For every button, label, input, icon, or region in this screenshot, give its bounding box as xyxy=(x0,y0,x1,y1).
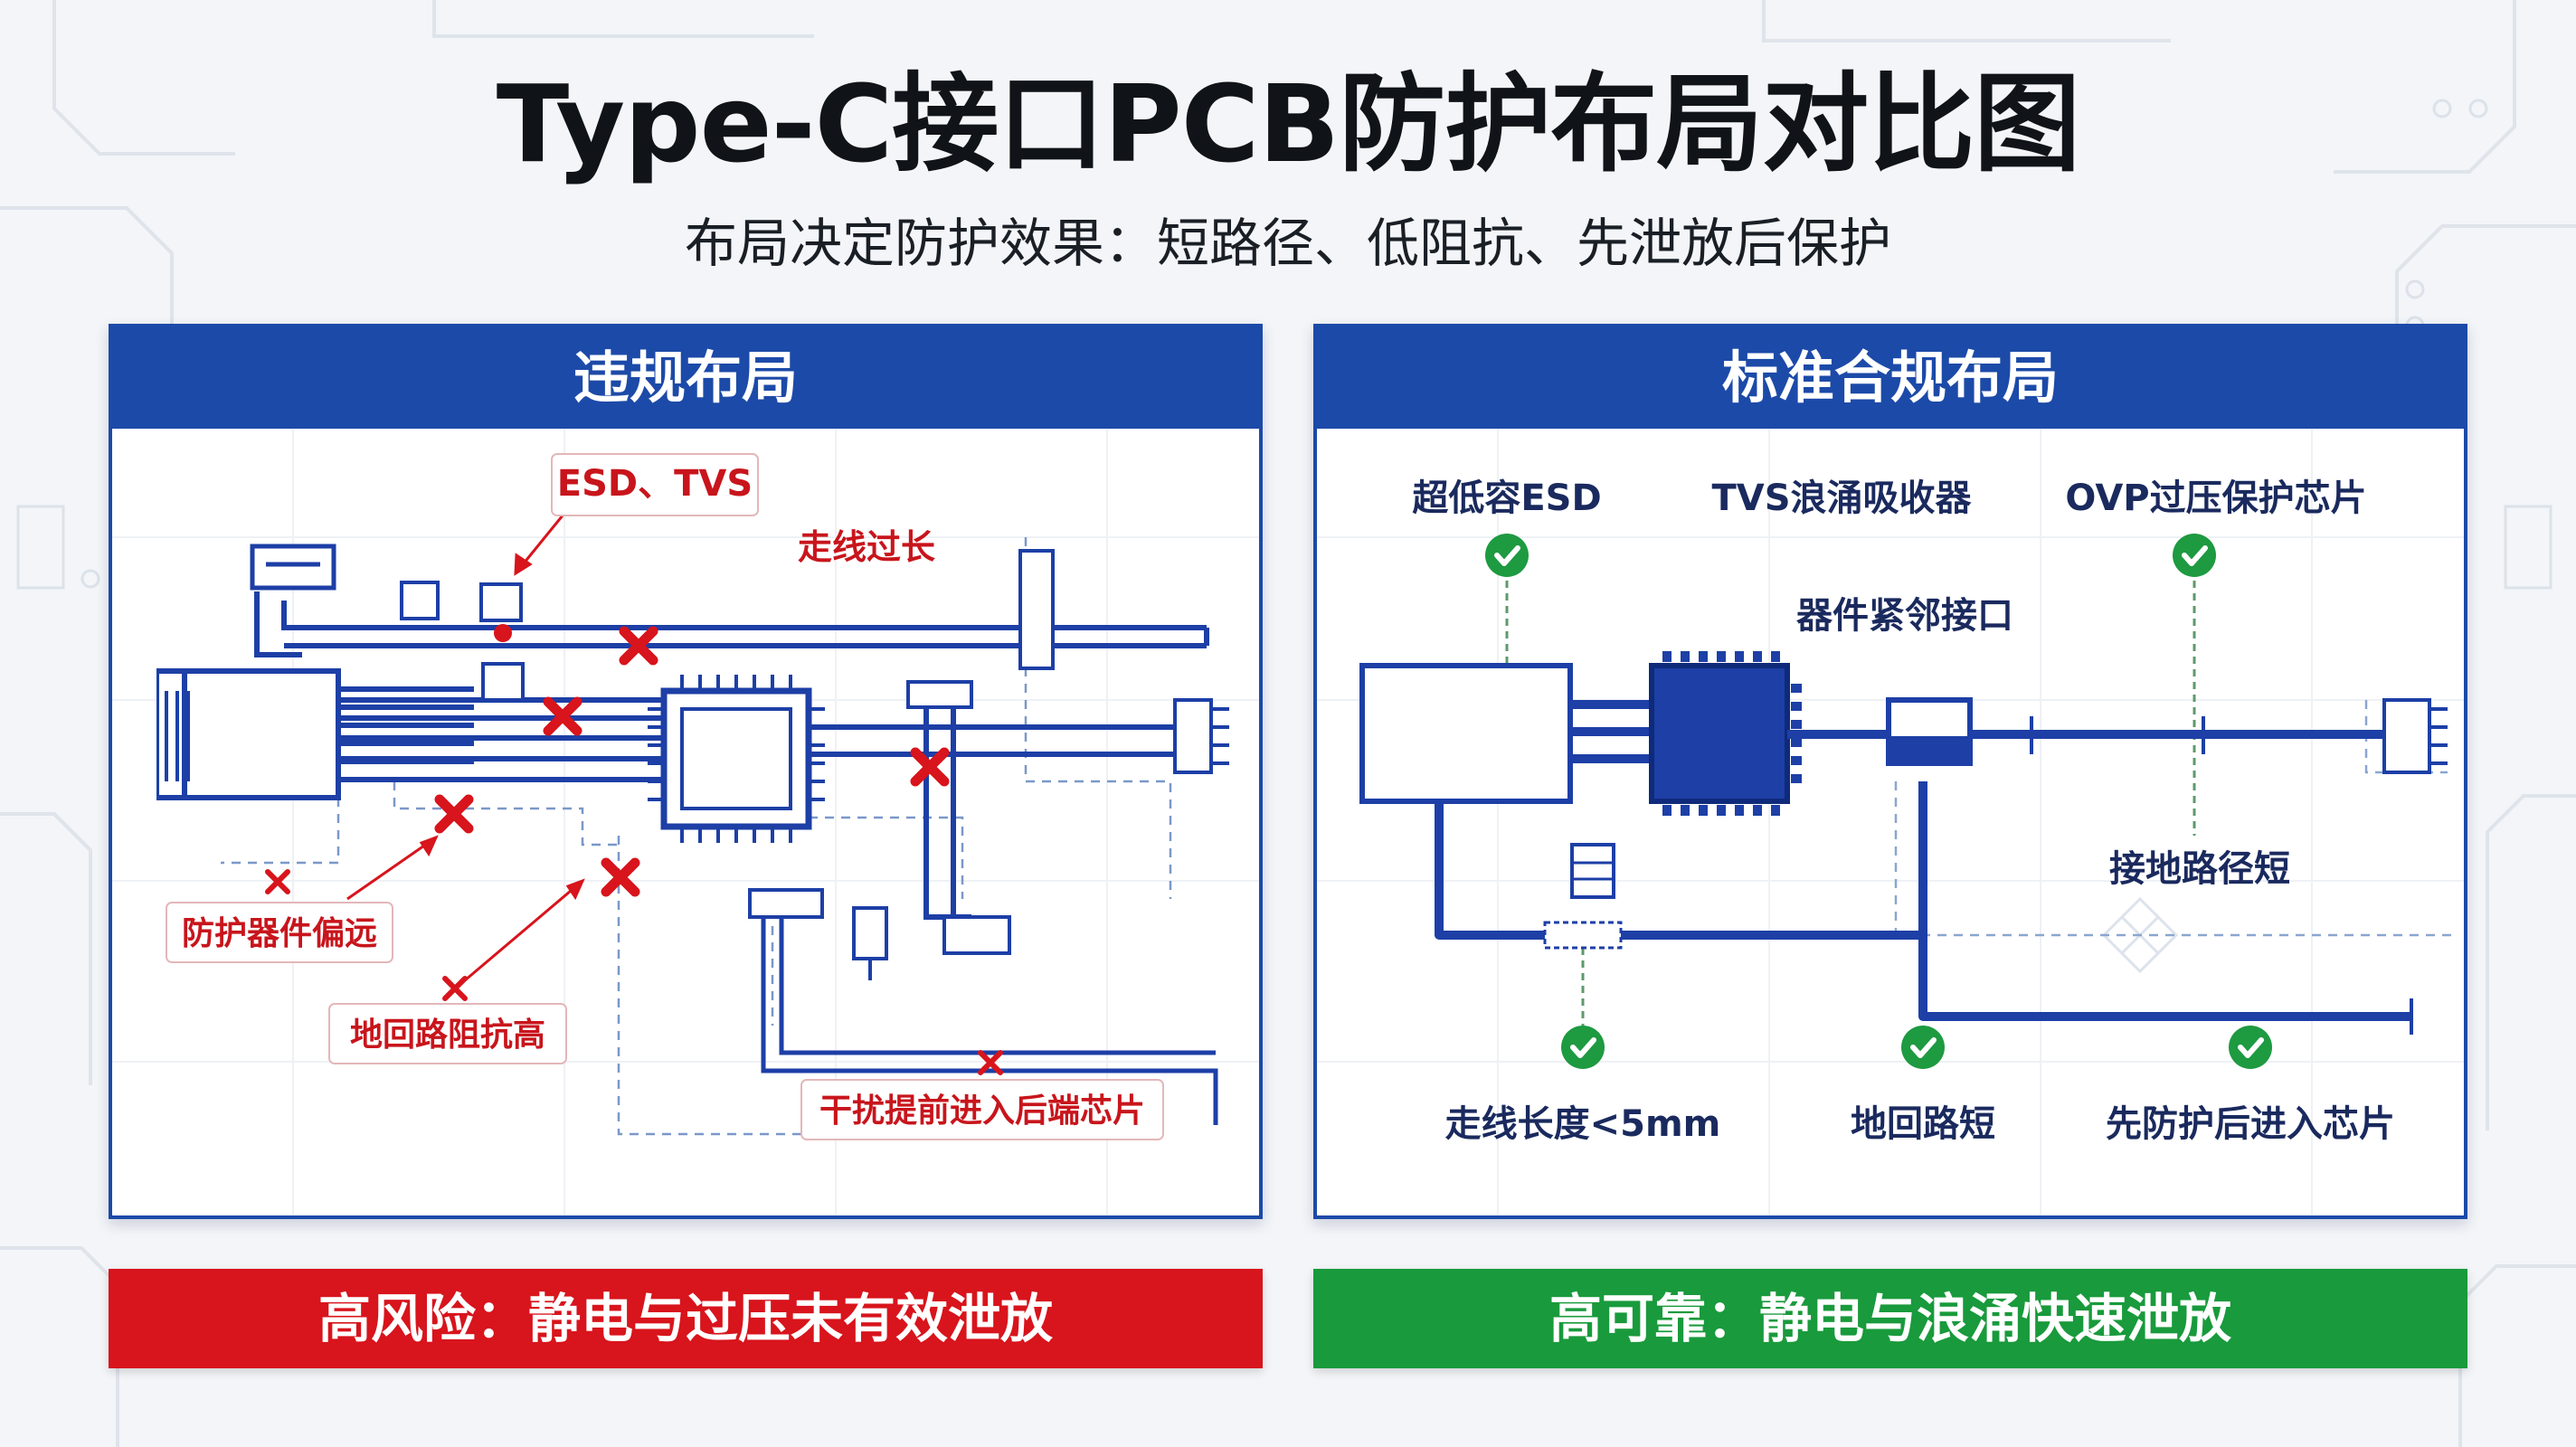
esd-tvs-component-marker xyxy=(494,624,512,642)
right-connector-icon xyxy=(1018,549,1055,670)
label-trace-too-long: 走线过长 xyxy=(798,527,935,567)
label-esd-tvs: ESD、TVS xyxy=(557,463,753,505)
label-interference-first: 干扰提前进入后端芯片 xyxy=(819,1092,1145,1130)
label-short-ground-path: 接地路径短 xyxy=(2109,848,2290,890)
label-interference-group: 干扰提前进入后端芯片 xyxy=(800,1079,1164,1140)
non-compliant-layout-panel: 违规布局 xyxy=(109,324,1263,1219)
protection-chip-icon xyxy=(1649,651,1802,816)
high-risk-verdict-bar: 高风险：静电与过压未有效泄放 xyxy=(109,1269,1263,1368)
label-low-cap-esd: 超低容ESD xyxy=(1412,478,1601,519)
label-ground-loop-short: 地回路短 xyxy=(1851,1103,1995,1145)
compliant-pcb-diagram: 超低容ESD TVS浪涌吸收器 OVP过压保护芯片 器件紧邻接口 接地路径短 走… xyxy=(1317,429,2464,1215)
usb-c-connector-icon xyxy=(1359,663,1573,804)
page-subtitle: 布局决定防护效果：短路径、低阻抗、先泄放后保护 xyxy=(684,213,1891,274)
compliant-layout-panel: 标准合规布局 xyxy=(1313,324,2467,1219)
non-compliant-pcb-diagram: ESD、TVS 走线过长 防护器件偏远 地回路阻抗高 干扰提前进入后端芯片 xyxy=(112,429,1259,1215)
label-ground-impedance-group: 地回路阻抗高 xyxy=(328,1003,567,1064)
label-protection-far: 防护器件偏远 xyxy=(182,915,377,952)
usb-c-connector-icon xyxy=(156,668,341,800)
label-protect-first: 先防护后进入芯片 xyxy=(2106,1103,2395,1145)
label-near-connector: 器件紧邻接口 xyxy=(1796,595,2013,637)
compliant-panel-header: 标准合规布局 xyxy=(1317,327,2464,429)
label-ovp-chip: OVP过压保护芯片 xyxy=(2065,478,2366,519)
small-connector-icon xyxy=(250,544,336,591)
right-output-connector-icon xyxy=(2382,698,2431,774)
backend-chip-icon xyxy=(648,675,825,843)
right-output-connector-icon xyxy=(1173,698,1213,774)
label-protection-far-group: 防护器件偏远 xyxy=(166,902,393,963)
label-tvs-surge: TVS浪涌吸收器 xyxy=(1711,478,1972,519)
check-icons xyxy=(1485,534,2272,1069)
label-ground-high-impedance: 地回路阻抗高 xyxy=(350,1016,545,1054)
label-esd-tvs-group: ESD、TVS xyxy=(551,453,759,516)
page-title: Type-C接口PCB防护布局对比图 xyxy=(496,61,2081,186)
violation-marks xyxy=(434,626,950,897)
non-compliant-panel-header: 违规布局 xyxy=(112,327,1259,429)
high-reliability-verdict-bar: 高可靠：静电与浪涌快速泄放 xyxy=(1313,1269,2467,1368)
label-trace-length: 走线长度<5mm xyxy=(1445,1103,1721,1145)
